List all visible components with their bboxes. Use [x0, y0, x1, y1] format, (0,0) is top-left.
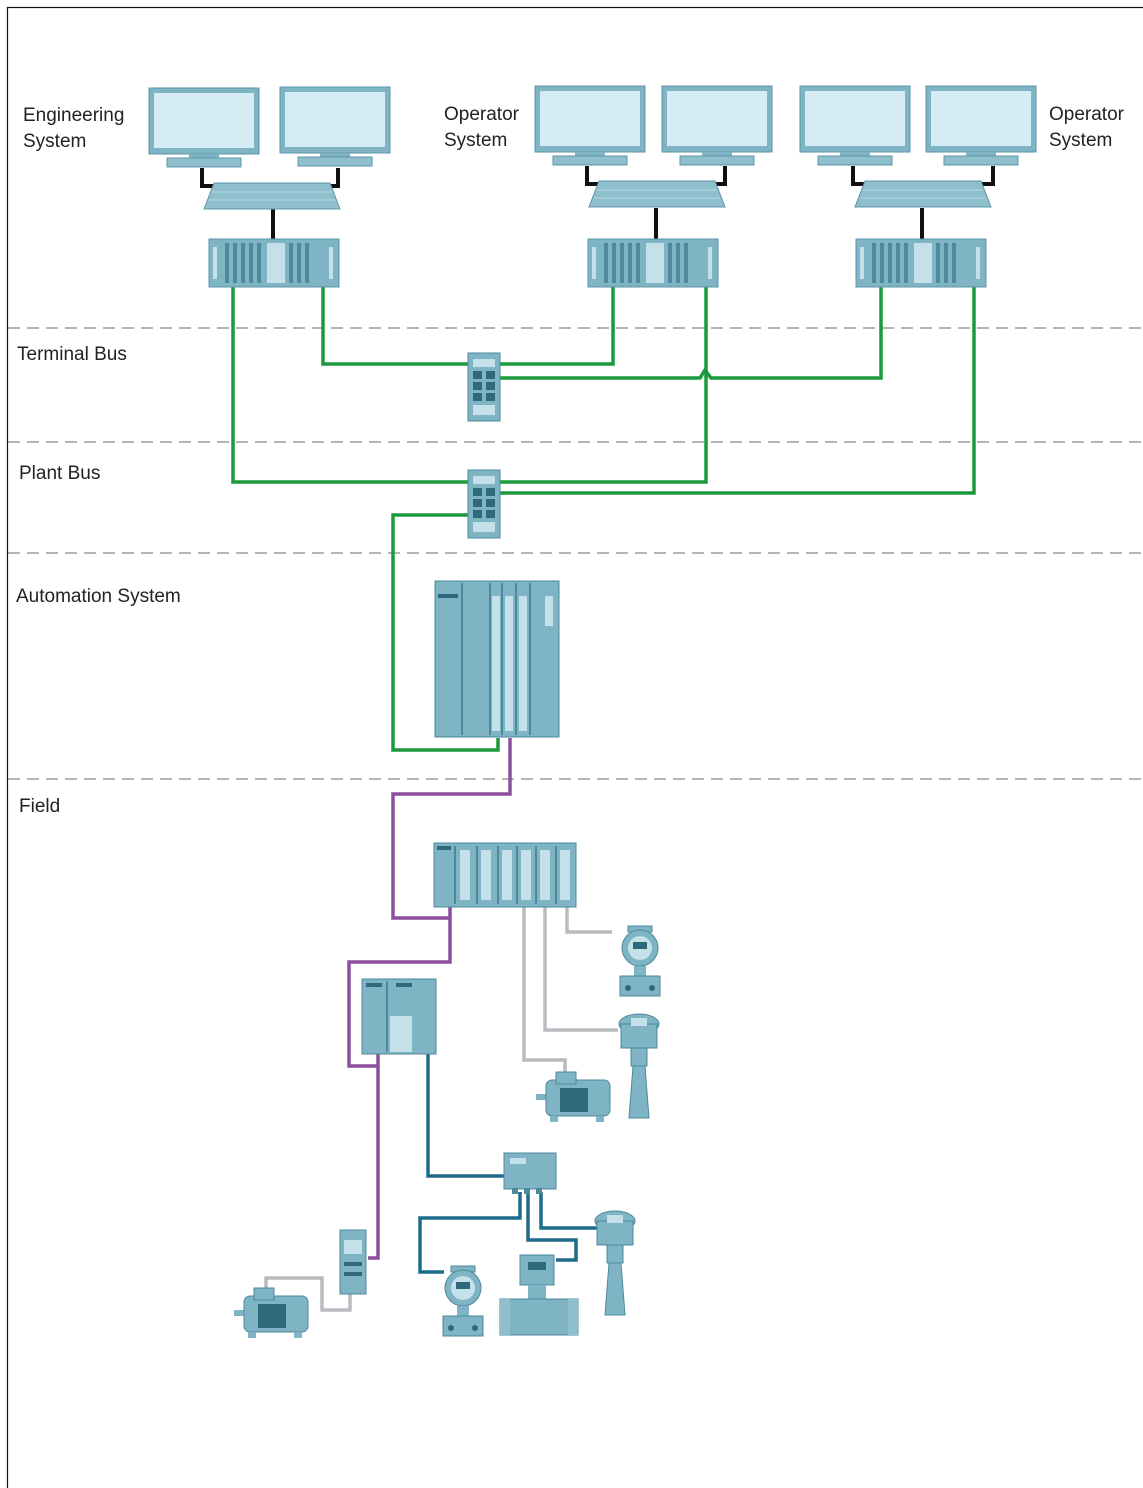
- fieldbus-cables: [347, 738, 512, 1260]
- operator-pc-icon: [799, 85, 1037, 288]
- terminal-bus-label: Terminal Bus: [17, 344, 127, 365]
- radar-level-icon: [594, 1210, 636, 1316]
- pressure-transmitter-icon: [619, 925, 661, 997]
- remote-io-icon: [433, 842, 577, 908]
- coupler-icon: [361, 978, 437, 1055]
- engineering-system-label-1: Engineering: [23, 105, 125, 126]
- plant-bus-label: Plant Bus: [19, 463, 101, 484]
- operator-system-1-label-2: System: [444, 130, 508, 151]
- operator-system-2-label-2: System: [1049, 130, 1113, 151]
- terminal-bus-cables: [231, 287, 976, 752]
- device-cables: [418, 1054, 598, 1274]
- motor-icon: [535, 1071, 611, 1123]
- engineering-pc-icon: [148, 86, 391, 288]
- automation-system-label: Automation System: [16, 586, 181, 607]
- industrial-switch-icon: [467, 352, 501, 422]
- industrial-switch-icon: [467, 469, 501, 539]
- operator-system-2-label-1: Operator: [1049, 104, 1124, 125]
- operator-system-1-label-1: Operator: [444, 104, 519, 125]
- radar-level-icon: [618, 1013, 660, 1119]
- field-label: Field: [19, 796, 61, 817]
- field-distributor-icon: [503, 1152, 557, 1194]
- motor-starter-icon: [339, 1229, 367, 1295]
- outer-border: [6, 6, 1143, 1488]
- operator-pc-icon: [534, 85, 773, 288]
- engineering-system-label-2: System: [23, 131, 87, 152]
- flowmeter-icon: [499, 1254, 579, 1336]
- automation-controller-icon: [434, 580, 560, 738]
- motor-icon: [233, 1287, 309, 1339]
- pressure-transmitter-icon: [442, 1265, 484, 1337]
- analog-cables: [264, 906, 618, 1312]
